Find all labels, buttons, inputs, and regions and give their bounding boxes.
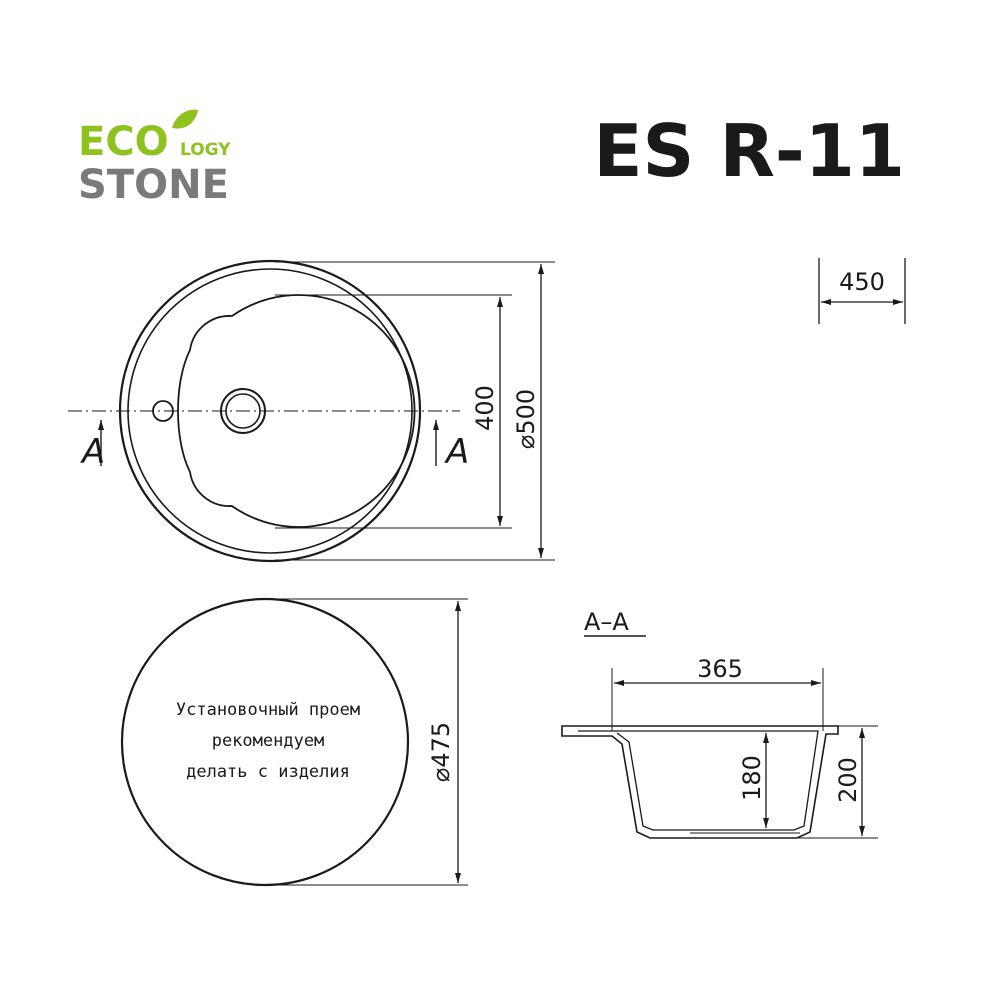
logo-stone-text: STONE: [78, 162, 229, 208]
dim-text-450: 450: [839, 268, 885, 296]
dim-text-475: ⌀475: [427, 722, 455, 782]
dim-text-200: 200: [834, 757, 862, 803]
model-title: ES R-11: [593, 109, 905, 193]
section-label-right: A: [444, 432, 469, 472]
section-title: A–A: [584, 608, 629, 636]
cutout-note-line-1: Установочный проем: [176, 700, 360, 720]
dim-text-500: ⌀500: [512, 389, 540, 449]
dim-text-365: 365: [697, 655, 743, 683]
top-view: [68, 259, 555, 563]
cutout-circle: [120, 597, 410, 887]
cutout-note-line-3: делать с изделия: [186, 762, 350, 782]
logo-eco-text: ECO: [78, 119, 169, 165]
logo-logy-text: LOGY: [180, 140, 231, 160]
cutout-view: [120, 597, 468, 887]
sink-outer-profile: [561, 725, 839, 839]
bowl-outline: [177, 294, 416, 528]
leaf-icon: [172, 109, 198, 129]
dim-text-180: 180: [738, 755, 766, 801]
section-label-left: A: [80, 432, 105, 472]
sink-inner-profile: [578, 730, 819, 831]
depth-dimension: [818, 258, 906, 324]
dim-text-400: 400: [471, 385, 499, 431]
cutout-note-line-2: рекомендуем: [212, 731, 325, 751]
section-view: [561, 668, 878, 839]
brand-logo: ECO LOGY STONE: [78, 109, 231, 208]
